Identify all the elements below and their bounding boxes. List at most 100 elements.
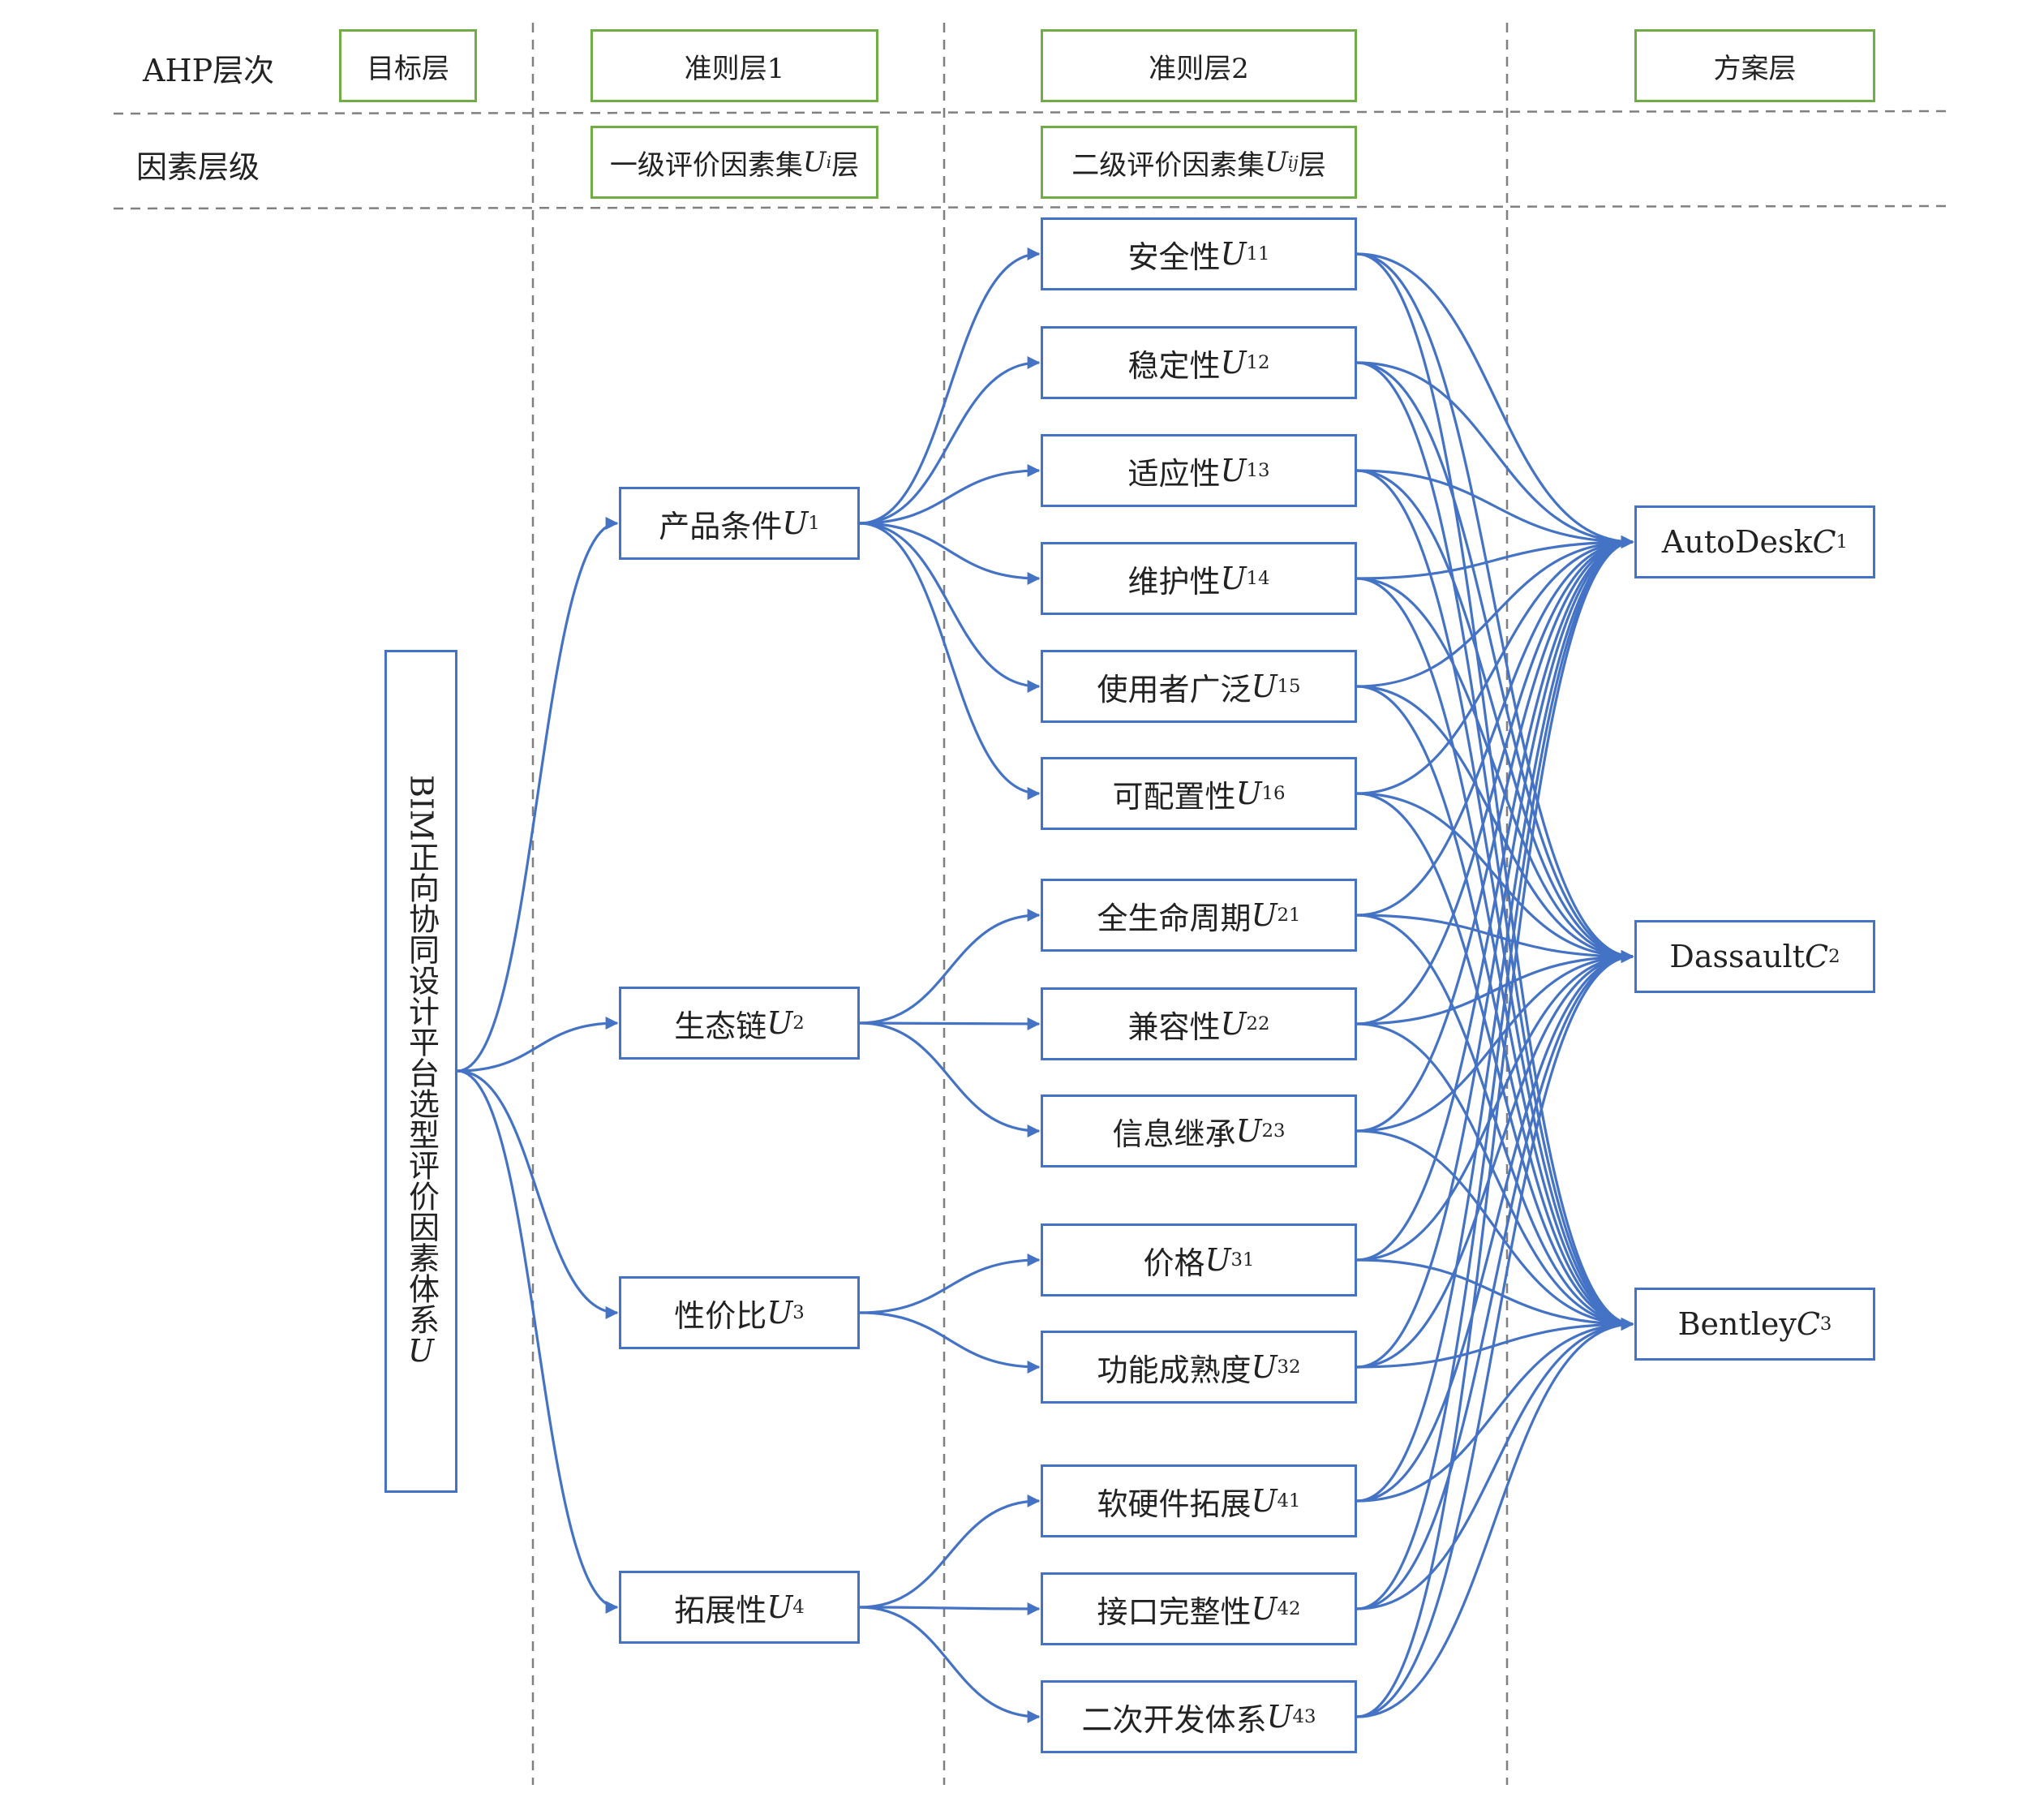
edge-c2-15-to-alt-1: [1356, 535, 1634, 688]
edge-c2-11-to-alt-2: [1356, 252, 1634, 963]
criterion2-box-41-label: 软硬件拓展: [1097, 1486, 1252, 1522]
edge-c2-32-to-alt-3: [1356, 1318, 1634, 1369]
edge-c2-23-to-alt-1: [1356, 535, 1634, 1133]
criterion2-box-22-sub: 22: [1246, 1013, 1270, 1034]
edge-c2-21-to-alt-2: [1356, 914, 1634, 963]
criterion2-box-42-sub: 42: [1277, 1598, 1301, 1619]
divider-row-2: [113, 204, 1947, 210]
criterion2-box-43-var: U: [1266, 1699, 1293, 1735]
goal-text: BIM正向协同设计平台选型评价因素体系: [403, 775, 440, 1335]
level1-factor-set-suffix: 层: [831, 148, 860, 182]
edge-c2-43-to-alt-2: [1356, 950, 1634, 1718]
level2-factor-set-prefix: 二级评价因素集: [1071, 148, 1265, 182]
edge-c1-to-c2-12: [859, 356, 1041, 525]
criterion2-box-16-sub: 16: [1261, 783, 1286, 804]
criterion2-box-15-label: 使用者广泛: [1097, 671, 1252, 707]
edge-c1-to-c2-15: [859, 522, 1041, 693]
level2-factor-set-var: U: [1265, 146, 1288, 178]
alternative-box-bentley-sub: 3: [1819, 1314, 1832, 1335]
criterion1-box-1-label: 产品条件: [659, 508, 783, 544]
edge-c2-23-to-alt-2: [1356, 950, 1634, 1133]
edge-c2-16-to-alt-2: [1356, 792, 1634, 963]
goal-layer-box: 目标层: [339, 29, 477, 102]
goal-var: U: [407, 1332, 435, 1369]
criterion2-box-12-label: 稳定性: [1127, 347, 1221, 384]
criteria2-layer-label: 准则层2: [1149, 52, 1249, 85]
edge-c2-22-to-alt-3: [1356, 1022, 1634, 1331]
edge-c1-to-c2-43: [859, 1606, 1041, 1723]
criterion2-box-16-label: 可配置性: [1112, 778, 1236, 815]
level1-factor-set-prefix: 一级评价因素集: [609, 148, 803, 182]
edge-c2-41-to-alt-1: [1356, 535, 1634, 1503]
edge-c2-22-to-alt-2: [1356, 950, 1634, 1026]
level1-factor-set-var: U: [802, 146, 827, 178]
criterion2-box-14-var: U: [1220, 561, 1247, 596]
edge-c1-to-c2-21: [859, 909, 1041, 1025]
edge-c1-to-c2-11: [859, 247, 1041, 525]
edge-c2-42-to-alt-1: [1356, 535, 1634, 1610]
edge-c2-12-to-alt-1: [1356, 361, 1634, 548]
edge-c2-15-to-alt-3: [1356, 685, 1634, 1331]
criterion2-box-32-label: 功能成熟度: [1097, 1352, 1252, 1388]
criterion2-box-32-sub: 32: [1277, 1357, 1301, 1378]
criterion2-box-13-sub: 13: [1246, 460, 1270, 481]
edge-goal-to-c1-4: [457, 1069, 619, 1614]
criterion2-box-23-var: U: [1235, 1113, 1262, 1149]
criterion1-box-1-sub: 1: [808, 513, 820, 534]
ahp-level-label: AHP层次: [143, 53, 275, 88]
criterion1-box-4-var: U: [766, 1589, 793, 1625]
edge-c2-42-to-alt-3: [1356, 1318, 1634, 1610]
criterion2-box-21-sub: 21: [1277, 905, 1301, 926]
goal-box: BIM正向协同设计平台选型评价因素体系 U: [384, 650, 457, 1493]
factor-level-label: 因素层级: [136, 149, 260, 185]
criterion1-box-4-label: 拓展性: [674, 1592, 767, 1628]
level2-factor-set-suffix: 层: [1298, 148, 1326, 182]
criterion2-box-14-label: 维护性: [1127, 563, 1221, 600]
edge-c2-32-to-alt-1: [1356, 535, 1634, 1369]
criterion2-box-12-var: U: [1220, 345, 1247, 381]
criterion2-box-14-sub: 14: [1246, 568, 1270, 589]
criteria2-layer-box: 准则层2: [1041, 29, 1357, 102]
edge-c2-12-to-alt-2: [1356, 361, 1634, 963]
criterion2-box-23-sub: 23: [1261, 1120, 1286, 1142]
criterion2-box-15-var: U: [1251, 669, 1278, 704]
alternative-box-autodesk-var: C: [1812, 524, 1836, 560]
edge-c1-to-c2-22: [859, 1017, 1041, 1030]
criterion2-box-41-sub: 41: [1277, 1490, 1301, 1511]
edge-c2-31-to-alt-1: [1356, 535, 1634, 1262]
alternative-box-dassault-sub: 2: [1828, 946, 1840, 967]
criterion2-box-12-sub: 12: [1246, 352, 1270, 373]
criterion2-box-32-var: U: [1251, 1349, 1278, 1385]
divider-row-1: [113, 110, 1947, 115]
edge-goal-to-c1-1: [457, 517, 619, 1073]
edge-c1-to-c2-23: [859, 1021, 1041, 1137]
edge-c2-16-to-alt-3: [1356, 792, 1634, 1331]
edge-c2-31-to-alt-2: [1356, 950, 1634, 1262]
edge-c1-to-c2-31: [859, 1253, 1041, 1314]
criterion2-box-43-sub: 43: [1292, 1706, 1316, 1727]
alternative-box-bentley-label: Bentley: [1677, 1306, 1797, 1342]
criterion1-box-3-sub: 3: [792, 1302, 805, 1323]
criterion2-box-11-sub: 11: [1246, 243, 1270, 264]
alternative-box-dassault-var: C: [1805, 939, 1829, 974]
criterion2-box-11-label: 安全性: [1127, 239, 1221, 275]
edge-c2-42-to-alt-2: [1356, 950, 1634, 1610]
criterion2-box-22-label: 兼容性: [1127, 1008, 1221, 1045]
